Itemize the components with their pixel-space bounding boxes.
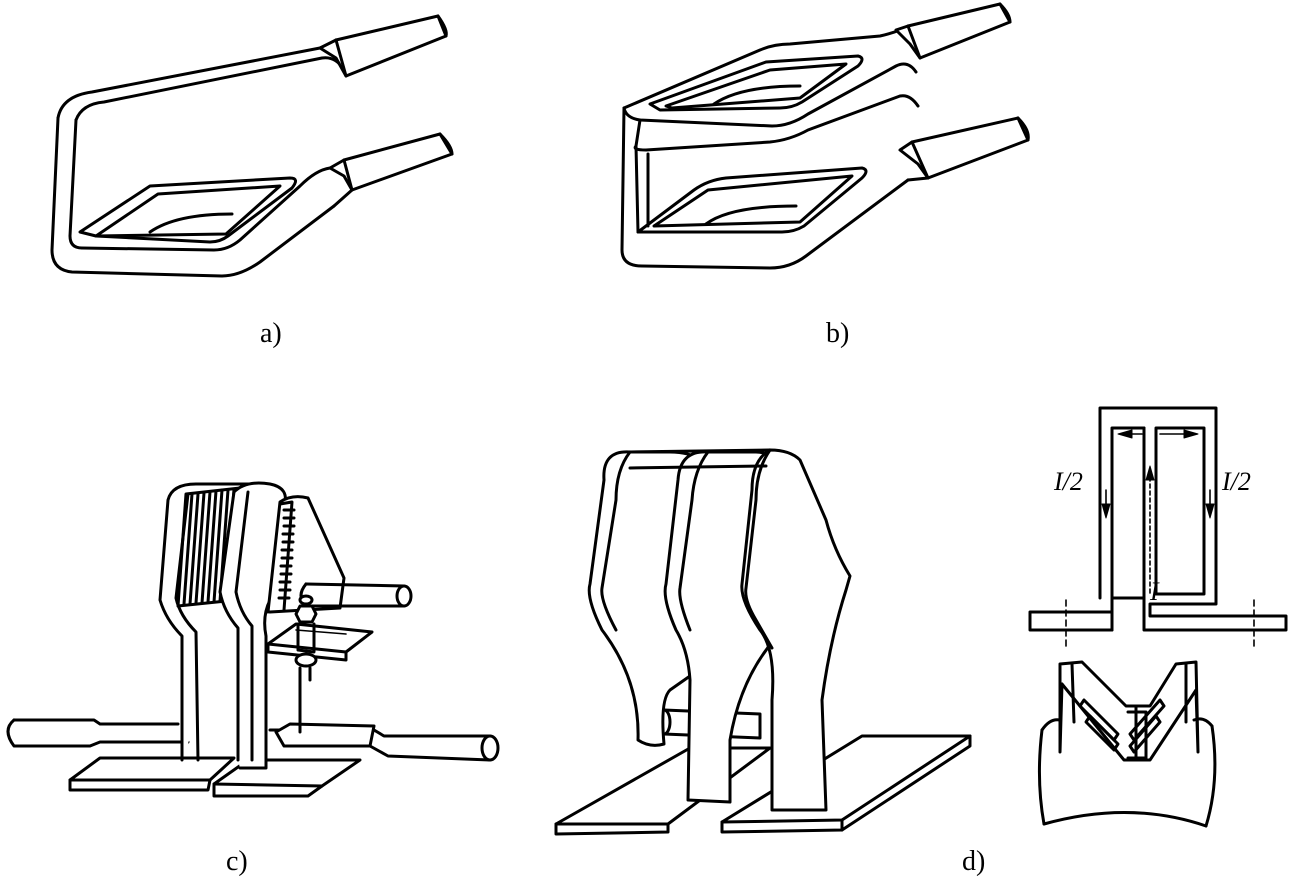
contact-detail-sketch [1037,660,1217,828]
current-label-right: I/2 [1221,467,1251,496]
panel-a-single-loop-contact [50,14,454,278]
current-path-diagram: I/2 I/2 I [1028,406,1288,651]
caption-b: b) [826,318,849,349]
caption-c: c) [226,846,248,876]
panel-c-contact-assembly [6,481,500,798]
panel-d-three-finger-contact [554,448,972,836]
lamination-hatch [182,487,236,606]
caption-a: a) [260,318,282,349]
current-label-full: I [1149,577,1160,606]
panel-b-double-loop-contact [620,2,1030,270]
comb-teeth [277,508,296,600]
current-label-left: I/2 [1053,467,1083,496]
caption-d: d) [962,846,985,876]
